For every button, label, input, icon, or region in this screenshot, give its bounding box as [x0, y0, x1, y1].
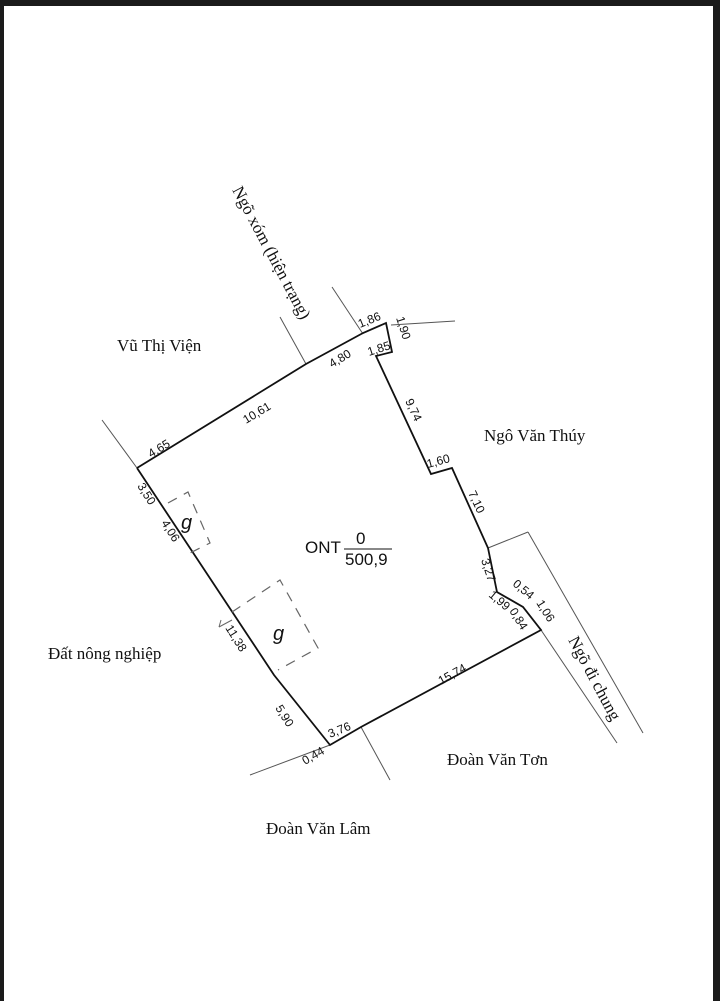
edge-length: 4,06 — [158, 517, 182, 545]
edge-length: 1,06 — [533, 597, 557, 625]
edge-length: 3,27 — [478, 557, 499, 584]
cadastral-map: Vũ Thị Viện Ngô Văn Thúy Đất nông nghiệp… — [48, 183, 644, 838]
road-ngo-xom: Ngõ xóm (hiện trạng) — [228, 183, 314, 322]
edge-length: 1,86 — [356, 309, 383, 331]
arrow-icon — [218, 619, 233, 628]
structure-outlines — [167, 491, 319, 671]
map-page: Vũ Thị Viện Ngô Văn Thúy Đất nông nghiệp… — [4, 6, 713, 1001]
neighbor-doan-van-ton: Đoàn Văn Tơn — [447, 750, 548, 769]
edge-length: 5,90 — [272, 702, 296, 730]
edge-length: 1,85 — [366, 338, 393, 359]
edge-length: 15,74 — [436, 661, 469, 688]
parcel-area: 500,9 — [345, 550, 388, 569]
land-type-label: ONT — [305, 538, 341, 557]
structure-label-g: g — [181, 512, 192, 534]
edge-length: 0,54 — [510, 577, 537, 603]
edge-length: 3,50 — [134, 480, 158, 508]
edge-length: 1,99 — [486, 588, 513, 614]
edge-length: 10,61 — [240, 399, 273, 427]
neighbor-vu-thi-vien: Vũ Thị Viện — [117, 336, 202, 355]
edge-length: 1,90 — [393, 315, 414, 342]
edge-length: 11,38 — [222, 622, 249, 654]
edge-length: 7,10 — [465, 488, 488, 515]
neighbor-ngo-van-thuy: Ngô Văn Thúy — [484, 426, 586, 445]
structure-label-g: g — [273, 623, 284, 645]
neighbor-boundaries — [101, 286, 644, 781]
parcel-boundary — [136, 321, 543, 747]
neighbor-doan-van-lam: Đoàn Văn Lâm — [266, 819, 371, 838]
edge-length: 4,65 — [145, 436, 173, 460]
edge-length: 3,76 — [326, 719, 353, 741]
parcel-number: 0 — [356, 529, 365, 548]
edge-length: 1,60 — [425, 451, 451, 471]
neighbor-dat-nong-nghiep: Đất nông nghiệp — [48, 644, 161, 663]
edge-length: 0,84 — [506, 605, 530, 633]
